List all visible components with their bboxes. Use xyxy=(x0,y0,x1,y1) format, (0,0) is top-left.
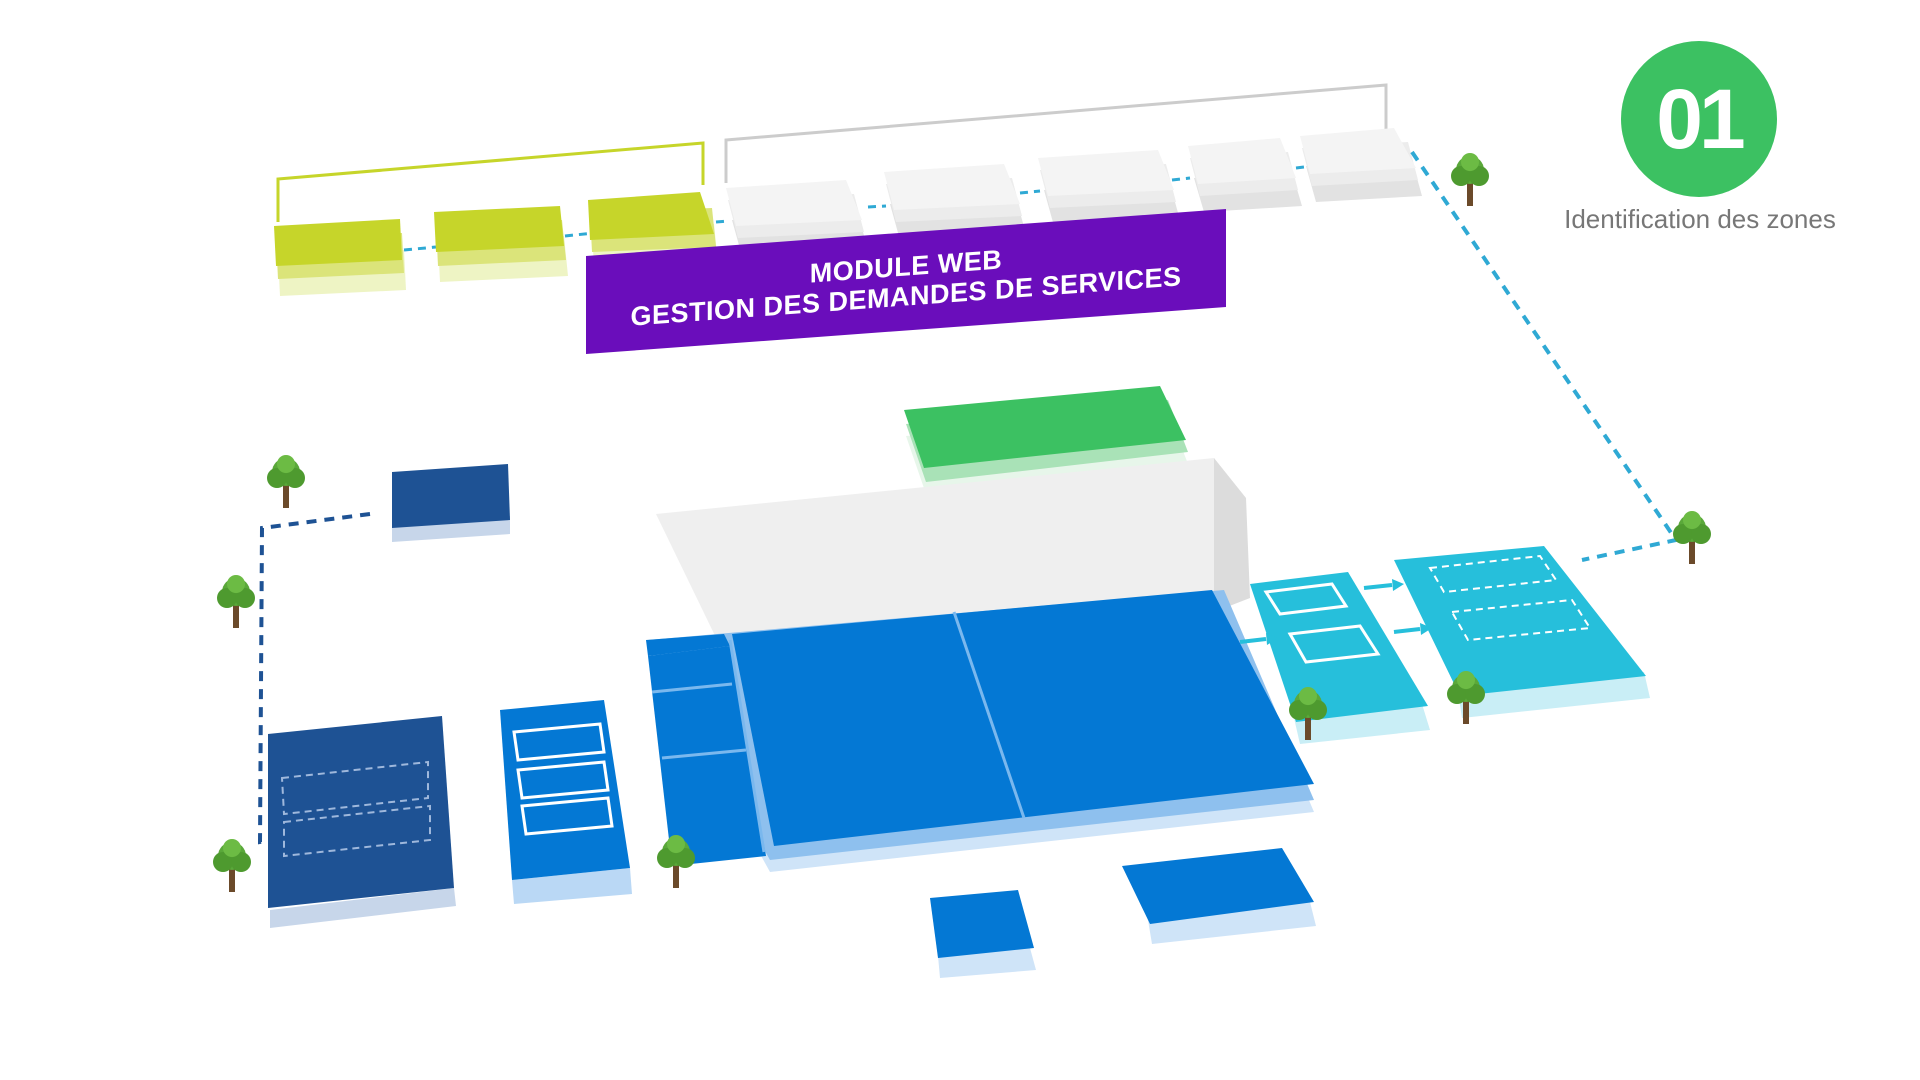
green-block xyxy=(904,386,1188,494)
top-connector xyxy=(564,231,595,238)
top-connector xyxy=(715,219,729,224)
arrow-right-icon xyxy=(1239,633,1278,645)
top-connector xyxy=(1019,189,1041,195)
top-connector xyxy=(1295,165,1305,170)
navy-large-block xyxy=(268,716,456,928)
grey-bracket xyxy=(724,83,1388,183)
tree-icon xyxy=(1451,153,1489,206)
lime-block xyxy=(274,219,406,296)
blue-wide-block xyxy=(1122,848,1316,944)
main-blue-floor xyxy=(646,590,1314,872)
top-connector xyxy=(1171,176,1191,182)
lime-bracket xyxy=(276,141,705,222)
cyan-block-right xyxy=(1394,546,1650,718)
blue-room-block xyxy=(500,700,632,904)
grey-block xyxy=(1038,150,1180,226)
arrow-right-icon xyxy=(1393,623,1432,635)
top-connector xyxy=(403,245,437,252)
step-badge: 01 xyxy=(1621,41,1777,197)
tree-icon xyxy=(1673,511,1711,564)
tree-icon xyxy=(213,839,251,892)
tree-icon xyxy=(267,455,305,508)
step-caption: Identification des zones xyxy=(1564,204,1836,234)
cyan-block-left xyxy=(1250,572,1430,744)
blue-small-block xyxy=(930,890,1036,978)
arrow-right-icon xyxy=(1363,579,1404,591)
tree-icon xyxy=(217,575,255,628)
top-connector xyxy=(867,204,887,209)
navy-small-block xyxy=(392,464,510,542)
lime-block xyxy=(434,206,568,282)
grey-block xyxy=(1300,128,1422,202)
building-wall xyxy=(656,458,1250,646)
navy-connector xyxy=(257,512,371,845)
grey-block xyxy=(1188,138,1302,212)
step-number: 01 xyxy=(1656,71,1745,166)
